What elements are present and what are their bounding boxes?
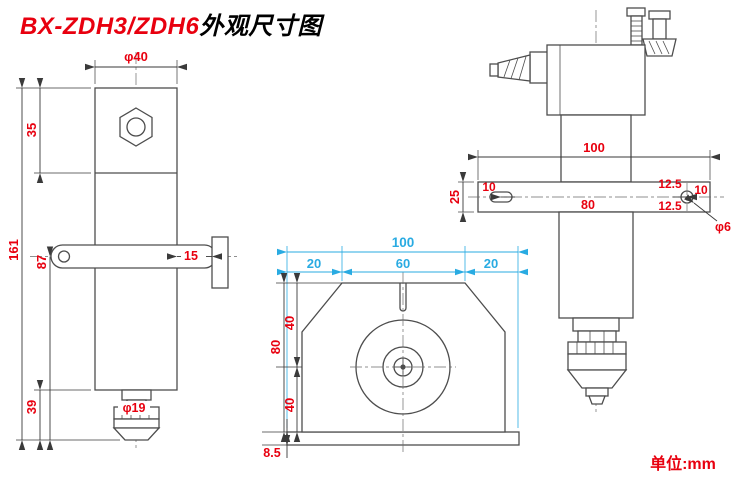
- hex-nut: [119, 107, 153, 147]
- adjust-screw-cap: [626, 7, 646, 17]
- dim-40-lower-label: 40: [282, 398, 297, 412]
- dim-100-front-label: 100: [392, 235, 415, 250]
- lock-nut: [577, 330, 617, 343]
- dim-phi6-label: φ6: [715, 220, 731, 234]
- upper-body: [560, 114, 632, 183]
- dim-20-left-label: 20: [307, 256, 321, 271]
- page-title: BX-ZDH3/ZDH6外观尺寸图: [20, 6, 322, 41]
- dim-10-left-label: 10: [482, 180, 496, 194]
- air-fitting-collar: [642, 38, 677, 57]
- plug-tip-right: [588, 395, 606, 405]
- nozzle-base: [529, 51, 549, 84]
- plug-tip: [112, 427, 161, 441]
- dim-40-upper-label: 40: [282, 316, 297, 330]
- view-right-side: 100 25 10 80 12.5 10 12.5 φ6: [448, 7, 731, 412]
- air-fitting-cap: [648, 10, 671, 20]
- dim-12p5-bottom-label: 12.5: [658, 199, 682, 213]
- unit-label: 单位:mm: [650, 454, 716, 473]
- title-suffix-text: 外观尺寸图: [199, 13, 322, 40]
- dim-phi40-label: φ40: [124, 49, 148, 64]
- dim-35-label: 35: [24, 123, 39, 137]
- dim-100-right-label: 100: [583, 140, 605, 155]
- view-front-base: 100 20 60 20 80 40 40 8.5: [262, 235, 528, 460]
- dim-80-right-label: 80: [581, 198, 595, 212]
- view-left-side: φ40 35 161 87 39 15 φ19: [6, 49, 240, 450]
- air-fitting-body: [652, 18, 667, 40]
- dim-12p5-top-label: 12.5: [658, 177, 682, 191]
- plug-taper-right: [566, 369, 628, 389]
- dim-15-label: 15: [184, 249, 198, 263]
- dim-87-label: 87: [34, 255, 49, 269]
- center-dot: [400, 364, 406, 370]
- dim-80-front-label: 80: [268, 340, 283, 354]
- mount-plate: [211, 236, 229, 289]
- spray-nozzle-cone: [497, 54, 531, 82]
- lower-body: [558, 211, 634, 319]
- dim-20-right-label: 20: [484, 256, 498, 271]
- dim-8p5-label: 8.5: [263, 446, 280, 460]
- valve-block: [546, 44, 646, 116]
- dim-60-label: 60: [396, 256, 410, 271]
- title-model-text: BX-ZDH3/ZDH6: [20, 13, 200, 40]
- dim-161-label: 161: [6, 239, 21, 261]
- nozzle-tip: [489, 63, 499, 77]
- dim-39-label: 39: [24, 400, 39, 414]
- arm-hole: [57, 250, 71, 263]
- dim-25-label: 25: [448, 190, 462, 204]
- dim-10-right-label: 10: [694, 183, 708, 197]
- dim-phi19-label: φ19: [123, 401, 146, 415]
